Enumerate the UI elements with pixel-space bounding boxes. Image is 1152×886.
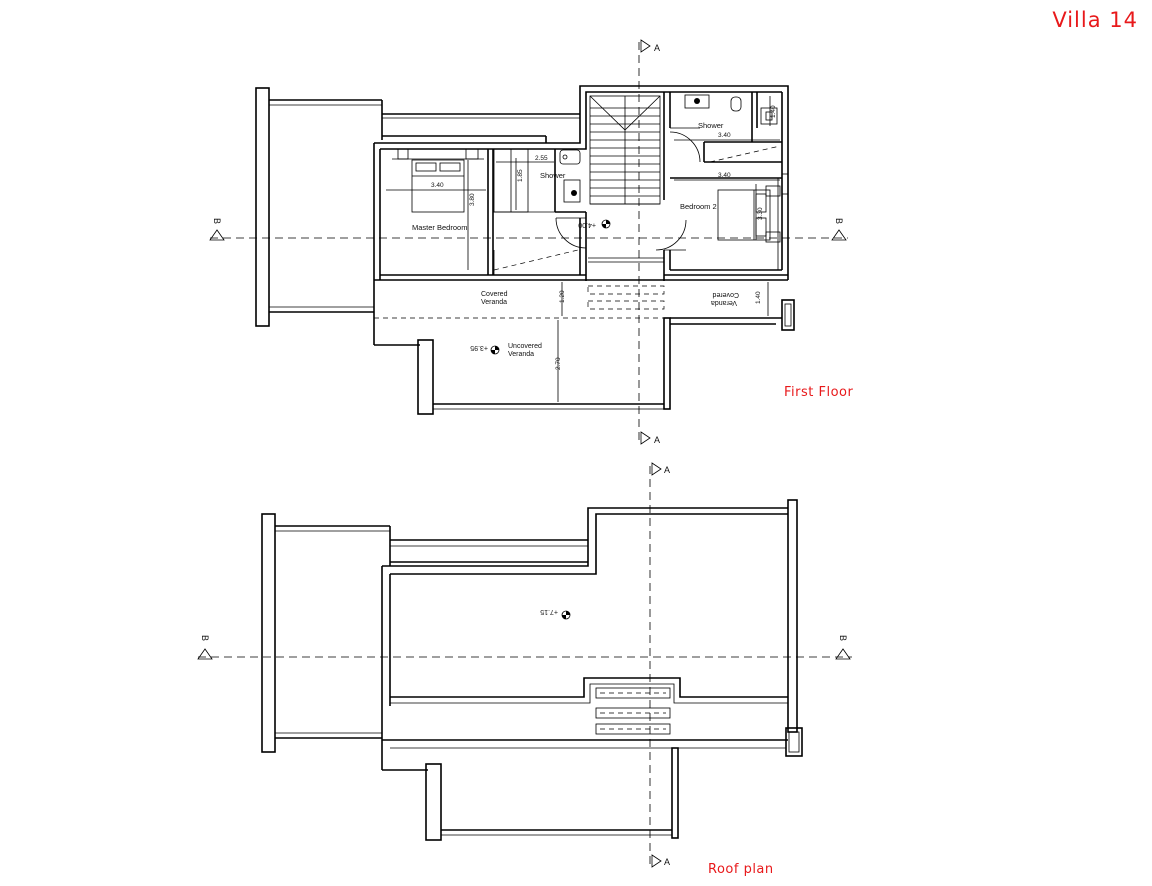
dim-covered-veranda-depth: 1.20 [559,290,566,303]
sheet-title: Villa 14 [1052,8,1138,32]
roof-section-b-label-right: B [838,635,848,641]
dim-shower-right-depth: 1.40 [770,105,777,118]
west-balcony-structure [255,87,383,327]
bedroom2-door [655,219,687,251]
dim-right-veranda-depth: 1.40 [755,291,762,304]
label-shower-left: Shower [540,171,566,180]
landing-hatches [587,257,665,310]
veranda-walls [374,279,788,415]
master-doors [493,217,587,275]
level-first-floor: +4.00 [578,221,596,228]
level-uncovered-veranda: +3.95 [470,344,488,351]
label-shower-right: Shower [698,121,724,130]
label-master-bedroom: Master Bedroom [412,223,467,232]
roof-plan-title: Roof plan [708,862,774,877]
dim-shower-right-width: 3.40 [718,132,731,139]
section-line-b-roof: B B [197,635,852,660]
dim-shower-left-depth: 1.85 [517,169,524,182]
roof-section-a-label-bottom: A [664,857,670,867]
roof-vents [595,687,671,735]
right-column [781,173,795,331]
section-line-a-first-floor: A A [638,39,660,445]
roof-walls [261,499,803,841]
dim-master-depth: 3.80 [469,193,476,206]
roof-plan: A A B B [197,462,852,868]
section-b-label-left: B [212,218,222,224]
section-a-label-bottom: A [654,435,660,445]
first-floor-plan: A A B B [209,39,848,445]
roof-level-marker [561,610,571,620]
dim-master-width: 3.40 [431,182,444,189]
shower-left-fixtures [493,149,581,213]
section-line-a-roof: A A [649,462,670,868]
roof-section-a-label-top: A [664,465,670,475]
label-covered-veranda-line1: Covered [481,291,508,298]
label-covered-veranda-mirrored-line1: Covered [712,291,739,298]
section-line-b-first-floor: B B [209,218,848,241]
level-roof: +7.15 [540,608,558,615]
dim-uncovered-veranda-depth: 2.70 [555,357,562,370]
master-bed [392,148,484,213]
label-bedroom-2: Bedroom 2 [680,202,717,211]
label-uncovered-veranda-line1: Uncovered [508,343,542,350]
level-markers-first-floor [490,219,611,355]
section-a-label-top: A [654,43,660,53]
shower-right-fixtures [669,94,781,163]
upper-ledge [382,113,580,143]
label-covered-veranda-line2: Veranda [481,299,507,306]
roof-section-b-label-left: B [200,635,210,641]
section-b-label-right: B [834,218,844,224]
label-covered-veranda-mirrored-line2: Veranda [711,299,737,306]
dim-shower-left-width: 2.55 [535,155,548,162]
stairwell [589,95,661,205]
bedroom2-bed [717,178,781,270]
label-uncovered-veranda-line2: Veranda [508,351,534,358]
dim-bedroom2-depth: 3.30 [757,207,764,220]
dim-bedroom2-width: 3.40 [718,172,731,179]
dimension-lines-first-floor [386,96,780,402]
first-floor-title: First Floor [784,385,854,400]
